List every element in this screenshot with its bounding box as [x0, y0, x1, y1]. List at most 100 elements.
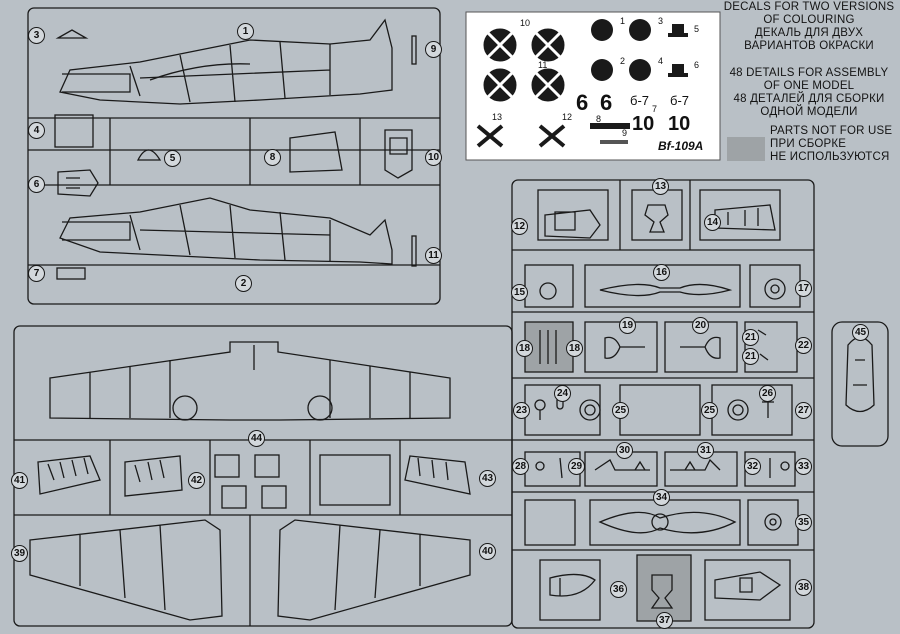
part-number: 16	[653, 264, 670, 281]
part-4	[54, 114, 94, 148]
part-number: 15	[511, 284, 528, 301]
decal-number: 2	[620, 56, 626, 66]
info-not-for-use: PARTS NOT FOR USE ПРИ СБОРКЕ НЕ ИСПОЛЬЗУ…	[770, 125, 900, 164]
part-11	[411, 235, 417, 267]
part-number: 18	[566, 340, 583, 357]
part-number: 34	[653, 489, 670, 506]
decal-number: 3	[658, 16, 664, 26]
part-number: 21	[742, 348, 759, 365]
part-number: 30	[616, 442, 633, 459]
part-number: 39	[11, 545, 28, 562]
part-number: 3	[28, 27, 45, 44]
info-line: 48 ДЕТАЛЕЙ ДЛЯ СБОРКИ	[733, 93, 885, 105]
part-number: 9	[425, 41, 442, 58]
info-line: DECALS FOR TWO VERSIONS	[723, 1, 895, 13]
decal-title: Bf-109A	[658, 139, 704, 153]
part-44-wing	[49, 341, 451, 421]
part-39	[29, 519, 223, 621]
part-number: 21	[742, 329, 759, 346]
decal-six: 6	[600, 90, 613, 115]
info-details: 48 DETAILS FOR ASSEMBLY OF ONE MODEL 48 …	[720, 67, 898, 119]
fuselage-half-upper	[59, 18, 393, 105]
not-for-use-swatch	[727, 137, 765, 161]
part-number: 28	[512, 458, 529, 475]
part-number: 6	[28, 176, 45, 193]
part-45-canopy	[831, 321, 889, 447]
part-40	[277, 519, 471, 621]
decal-number: 5	[694, 24, 700, 34]
info-line: OF ONE MODEL	[763, 80, 855, 92]
part-number: 23	[513, 402, 530, 419]
part-9	[411, 35, 417, 65]
info-line: ОДНОЙ МОДЕЛИ	[760, 106, 858, 118]
part-3	[55, 29, 89, 39]
part-number: 31	[697, 442, 714, 459]
part-number: 37	[656, 612, 673, 629]
info-line: PARTS NOT FOR USE	[770, 125, 893, 137]
sprue-fuselage	[27, 7, 441, 305]
part-7	[56, 267, 86, 280]
info-line: 48 DETAILS FOR ASSEMBLY	[729, 67, 889, 79]
part-number: 20	[692, 317, 709, 334]
part-number: 2	[235, 275, 252, 292]
part-number: 4	[28, 122, 45, 139]
part-number: 19	[619, 317, 636, 334]
part-number: 42	[188, 472, 205, 489]
decal-number: 11	[538, 60, 548, 70]
part-number: 38	[795, 579, 812, 596]
info-line: НЕ ИСПОЛЬЗУЮТСЯ	[770, 151, 890, 163]
part-number: 22	[795, 337, 812, 354]
part-number: 1	[237, 23, 254, 40]
part-number: 10	[425, 149, 442, 166]
part-number: 12	[511, 218, 528, 235]
decal-number: 9	[622, 128, 628, 138]
decal-number: 1	[620, 16, 626, 26]
part-number: 25	[612, 402, 629, 419]
part-number: 17	[795, 280, 812, 297]
decal-number: 13	[492, 112, 503, 122]
decal-number: 4	[658, 56, 664, 66]
decal-b7: б-7	[670, 93, 690, 108]
decal-b7: б-7	[630, 93, 650, 108]
decal-number: 10	[520, 18, 531, 28]
part-8	[289, 131, 343, 173]
decal-number: 8	[596, 114, 602, 124]
part-number: 33	[795, 458, 812, 475]
info-line: ВАРИАНТОВ ОКРАСКИ	[744, 40, 874, 52]
decal-six: 6	[576, 90, 589, 115]
sprue-small-parts	[511, 179, 889, 629]
part-number: 43	[479, 470, 496, 487]
part-number: 14	[704, 214, 721, 231]
part-number: 5	[164, 150, 181, 167]
part-43	[404, 455, 471, 495]
part-number: 18	[516, 340, 533, 357]
decal-number: 6	[694, 60, 700, 70]
part-42	[124, 455, 183, 497]
part-number: 35	[795, 514, 812, 531]
info-line: ДЕКАЛЬ ДЛЯ ДВУХ	[754, 27, 864, 39]
part-number: 25	[701, 402, 718, 419]
sprue-wings	[13, 325, 513, 627]
part-number: 8	[264, 149, 281, 166]
info-line: ПРИ СБОРКЕ	[770, 138, 847, 150]
part-number: 40	[479, 543, 496, 560]
part-number: 44	[248, 430, 265, 447]
part-number: 27	[795, 402, 812, 419]
decal-number: 7	[652, 104, 658, 114]
part-10	[384, 129, 413, 179]
decal-ten: 10	[632, 113, 655, 135]
info-decals: DECALS FOR TWO VERSIONS OF COLOURING ДЕК…	[720, 1, 898, 53]
decal-sheet	[465, 11, 721, 161]
part-number: 13	[652, 178, 669, 195]
part-number: 7	[28, 265, 45, 282]
info-line: OF COLOURING	[763, 14, 855, 26]
fuselage-half-lower	[59, 197, 393, 265]
decal-ten: 10	[668, 113, 691, 135]
part-5	[136, 149, 162, 161]
part-number: 36	[610, 581, 627, 598]
part-41	[37, 455, 101, 495]
part-number: 24	[554, 385, 571, 402]
part-number: 41	[11, 472, 28, 489]
part-number: 26	[759, 385, 776, 402]
